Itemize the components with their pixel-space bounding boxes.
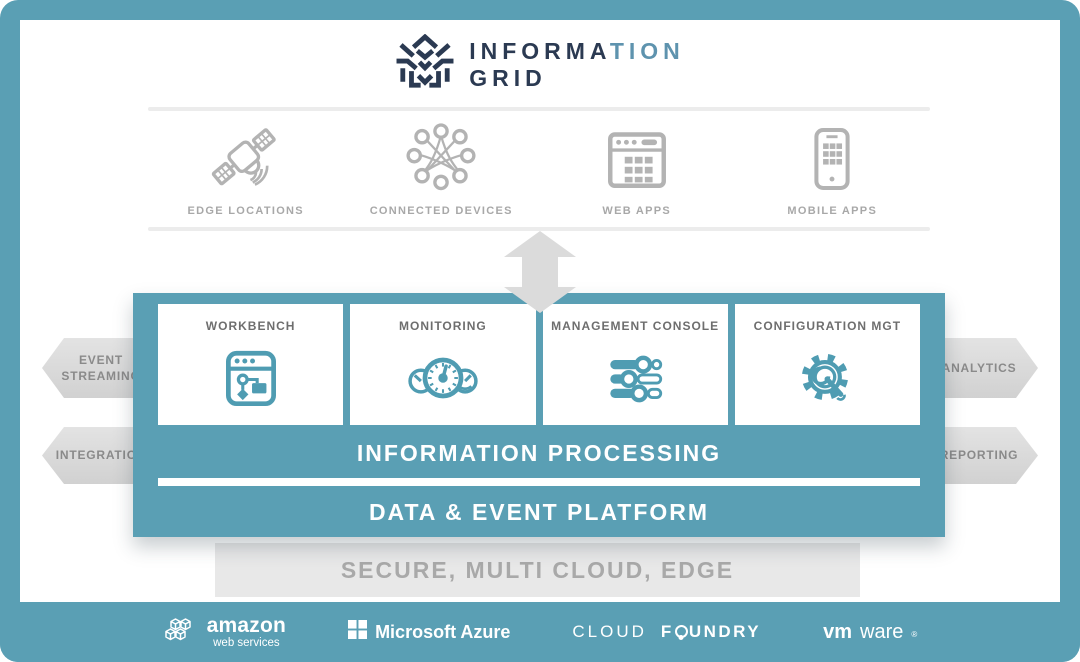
workbench-window-icon (215, 333, 287, 425)
sources-row: EDGE LOCATIONS (148, 118, 930, 217)
module-management-console: MANAGEMENT CONSOLE (542, 304, 728, 425)
source-web-apps: WEB APPS (539, 118, 735, 217)
satellite-icon (206, 118, 286, 198)
logo-title-dark: INFORMA (469, 37, 610, 64)
cloud-foundry-foundry-text: F UNDRY (661, 622, 761, 642)
cf-f: F (660, 622, 674, 641)
cloud-foundry-logo: CLOUD F UNDRY (572, 622, 761, 642)
cloud-foundry-cloud-text: CLOUD (572, 622, 647, 641)
source-label: MOBILE APPS (787, 205, 878, 217)
module-workbench: WORKBENCH (158, 304, 344, 425)
partner-logos-footer: amazon web services Microsoft Azure CLOU… (0, 602, 1080, 662)
sources-bottom-divider (148, 227, 930, 231)
flow-reporting: REPORTING (938, 427, 1038, 484)
connected-network-icon (401, 118, 481, 198)
source-label: EDGE LOCATIONS (187, 205, 304, 217)
logo-title-accent: TION (609, 37, 685, 64)
module-title: MANAGEMENT CONSOLE (551, 319, 720, 333)
information-grid-mark-icon (395, 33, 455, 95)
flow-label: INTEGRATION (55, 448, 147, 463)
data-event-platform-band: DATA & EVENT PLATFORM (368, 499, 710, 525)
source-mobile-apps: MOBILE APPS (735, 118, 931, 217)
cloud-foundry-o-icon (674, 625, 688, 638)
logo: INFORMATION GRID (0, 33, 1080, 95)
information-grid-platform-box: WORKBENCH (133, 293, 945, 537)
flow-integration: INTEGRATION (42, 427, 142, 484)
vmware-vm-text: vm (823, 620, 853, 643)
sources-top-divider (148, 107, 930, 111)
aws-boxes-icon (163, 617, 199, 648)
logo-line1: INFORMATION (469, 38, 685, 65)
vmware-ware-text: ware (860, 620, 904, 643)
module-configuration-mgt: CONFIGURATION MGT (734, 304, 920, 425)
foundation-label: SECURE, MULTI CLOUD, EDGE (340, 556, 735, 583)
flow-analytics: ANALYTICS (938, 338, 1038, 398)
information-processing-band: INFORMATION PROCESSING (356, 440, 722, 466)
flow-label: ANALYTICS (941, 360, 1017, 375)
source-edge-locations: EDGE LOCATIONS (148, 118, 344, 217)
source-connected-devices: CONNECTED DEVICES (344, 118, 540, 217)
source-label: CONNECTED DEVICES (369, 205, 513, 217)
module-title: MONITORING (398, 319, 487, 333)
microsoft-window-icon (348, 620, 368, 644)
foundation-bar: SECURE, MULTI CLOUD, EDGE (215, 543, 860, 597)
logo-wordmark: INFORMATION GRID (469, 38, 685, 91)
platform-modules-row: WORKBENCH (158, 304, 920, 425)
source-label: WEB APPS (602, 205, 672, 217)
gear-wrench-icon (791, 333, 863, 425)
module-monitoring: MONITORING (350, 304, 536, 425)
gauges-icon (407, 333, 479, 425)
web-browser-icon (597, 118, 677, 198)
module-title: CONFIGURATION MGT (753, 319, 902, 333)
flow-label: EVENT STREAMING (61, 352, 141, 383)
platform-divider (158, 478, 920, 486)
aws-amazon-text: amazon (206, 613, 287, 637)
aws-web-services-text: web services (213, 636, 280, 649)
aws-wordmark: amazon web services (207, 615, 286, 650)
vmware-registered-mark: ® (911, 629, 918, 639)
flow-event-streaming: EVENT STREAMING (42, 338, 142, 398)
sliders-icon (599, 333, 671, 425)
aws-logo: amazon web services (163, 615, 286, 650)
mobile-phone-icon (792, 118, 872, 198)
flow-label: REPORTING (939, 448, 1019, 463)
microsoft-azure-text: Microsoft Azure (375, 621, 511, 642)
microsoft-azure-logo: Microsoft Azure (348, 620, 510, 644)
bidirectional-arrow-icon (480, 231, 600, 318)
cf-undry: UNDRY (688, 622, 762, 641)
logo-line2: GRID (469, 64, 547, 91)
module-title: WORKBENCH (205, 319, 296, 333)
